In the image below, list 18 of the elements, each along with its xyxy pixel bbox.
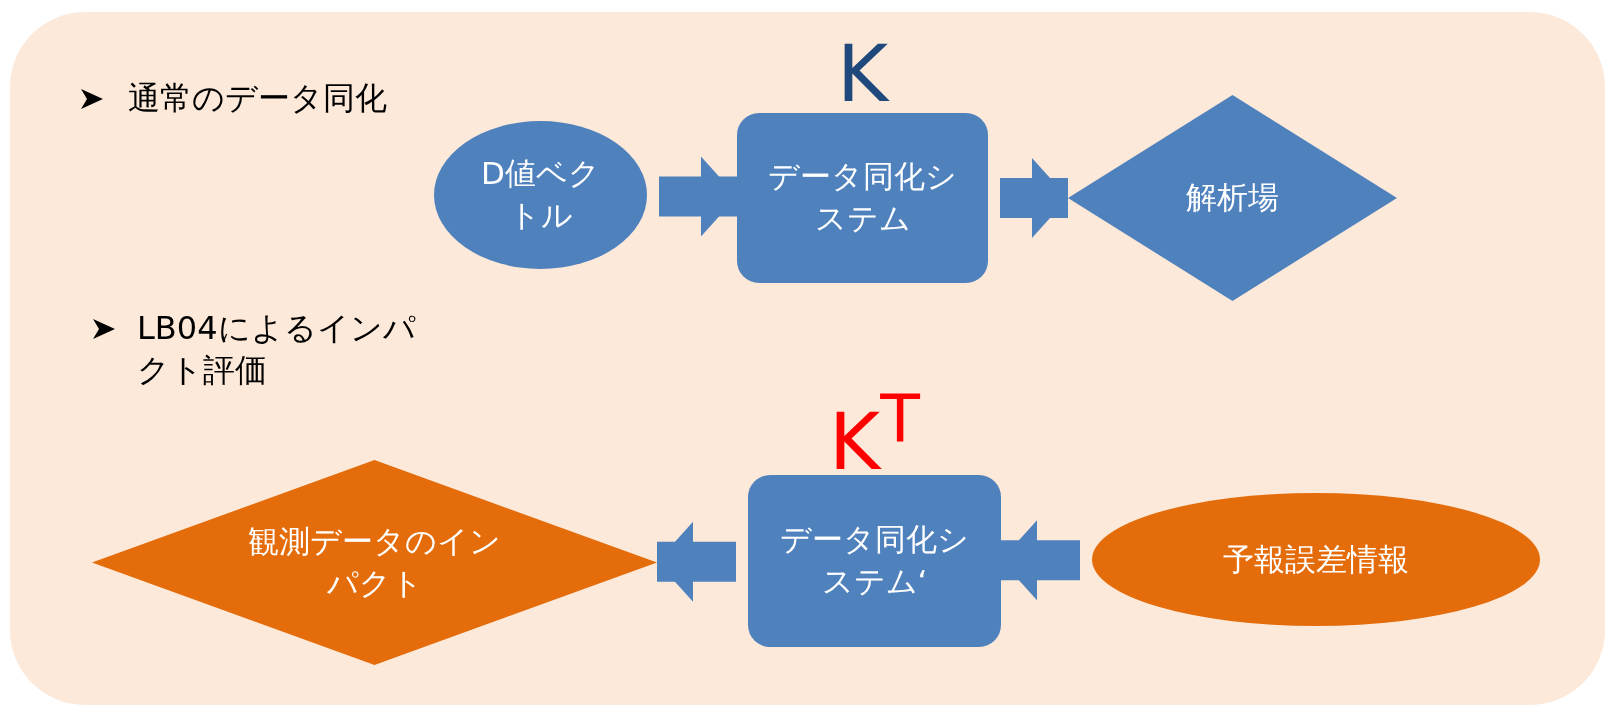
block-arrow [1001,520,1080,601]
ellipse-node [434,121,647,269]
matrix-symbol: K [836,35,889,113]
block-arrow [1000,158,1068,238]
node-label: 観測データのインパクト [247,521,502,603]
block-arrow [657,521,736,602]
node-label: データ同化システム [767,157,958,238]
section-heading: 通常のデータ同化 [128,78,388,119]
decision-diamond [1068,95,1397,301]
node-label: データ同化システム‘ [779,520,970,601]
node-label: 予報誤差情報 [1223,539,1409,579]
node-label: 解析場 [1186,178,1279,218]
ellipse-node [1092,493,1540,626]
matrix-symbol: K$^{T}$ [829,387,920,481]
decision-diamond [92,460,657,665]
node-label: D値ベクトル [480,154,601,235]
block-arrow [659,156,737,237]
section-heading: LB04によるインパクト評価 [137,308,417,391]
